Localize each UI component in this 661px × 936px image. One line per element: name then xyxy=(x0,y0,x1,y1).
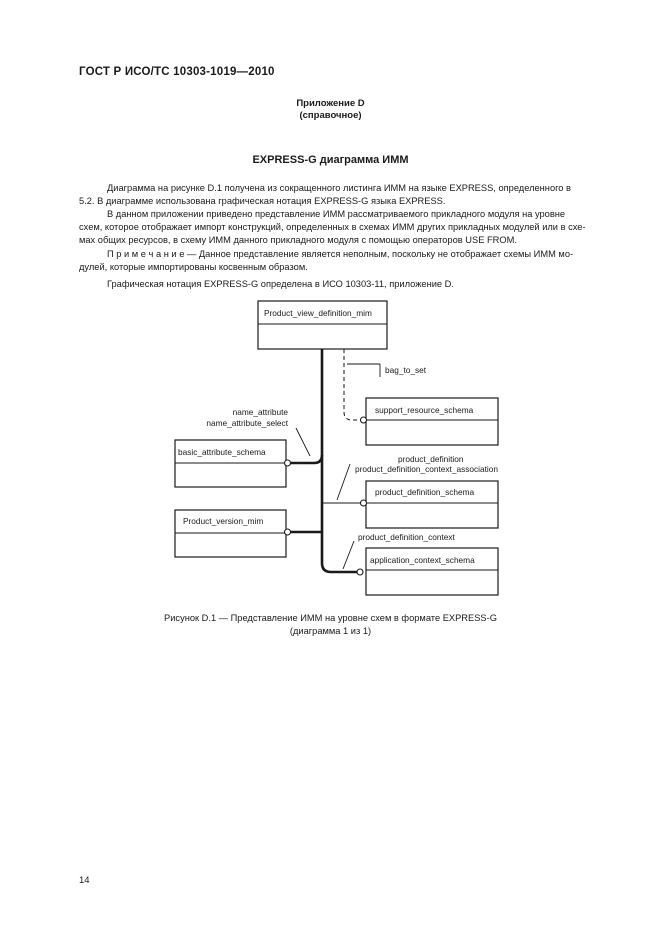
paragraph-1-line-1: Диаграмма на рисунке D.1 получена из сок… xyxy=(107,183,571,193)
paragraph-1: Диаграмма на рисунке D.1 получена из сок… xyxy=(79,182,616,208)
paragraph-3: Графическая нотация EXPRESS-G определена… xyxy=(79,278,616,291)
label-name-attribute: name_attribute xyxy=(233,407,289,417)
note-line-2: дулей, которые импортированы косвенным о… xyxy=(79,262,308,272)
paragraph-2: В данном приложении приведено представле… xyxy=(79,208,616,247)
relation-end-circle xyxy=(283,459,292,467)
paragraph-1-line-2: 5.2. В диаграмме использована графическа… xyxy=(79,196,446,206)
annex-label: Приложение D xyxy=(296,98,365,109)
label-leader-product-definition-context xyxy=(342,540,355,570)
schema-box-application-context xyxy=(365,547,499,596)
schema-name-product-version: Product_version_mim xyxy=(183,516,263,526)
label-product-definition-context: product_definition_context xyxy=(358,532,456,542)
figure-caption: Рисунок D.1 — Представление ИММ на уровн… xyxy=(164,613,497,623)
relation-end-circle xyxy=(283,528,292,536)
label-product-definition-context-association: product_definition_context_association xyxy=(355,464,498,474)
document-header: ГОСТ Р ИСО/ТС 10303-1019—2010 xyxy=(79,66,275,78)
schema-name-application-context: application_context_schema xyxy=(370,555,475,565)
paragraph-3-line-1: Графическая нотация EXPRESS-G определена… xyxy=(107,279,454,289)
schema-name-basic-attribute: basic_attribute_schema xyxy=(178,447,266,457)
label-leader-name-attribute xyxy=(295,427,311,457)
label-product-definition: product_definition xyxy=(398,454,464,464)
relation-end-circle xyxy=(356,568,364,576)
schema-name-support-resource: support_resource_schema xyxy=(375,405,474,415)
figure-caption-subtitle: (диаграмма 1 из 1) xyxy=(289,626,372,636)
paragraph-2-line-2: схем, которое отображает импорт конструк… xyxy=(79,222,586,232)
use-from-trunk-line xyxy=(320,349,357,574)
schema-name-product-view: Product_view_definition_mim xyxy=(264,308,372,318)
schema-name-product-definition: product_definition_schema xyxy=(375,487,475,497)
paragraph-2-line-3: мах общих ресурсов, в схему ИММ данного … xyxy=(79,235,517,245)
reference-from-dashed-line xyxy=(343,349,361,421)
label-name-attribute-select: name_attribute_select xyxy=(206,418,288,428)
annex-type: (справочное) xyxy=(299,110,362,121)
label-leader-product-definition xyxy=(336,463,351,501)
note: П р и м е ч а н и е — Данное представлен… xyxy=(79,248,616,274)
annex-title: EXPRESS-G диаграмма ИММ xyxy=(252,154,409,166)
relation-end-circle xyxy=(359,416,368,424)
page-number: 14 xyxy=(79,875,90,886)
relation-end-circle xyxy=(359,499,368,507)
note-line-1: П р и м е ч а н и е — Данное представлен… xyxy=(107,249,574,259)
label-bag-to-set: bag_to_set xyxy=(385,365,427,375)
paragraph-2-line-1: В данном приложении приведено представле… xyxy=(107,209,566,219)
use-from-basic-attribute-line xyxy=(290,454,324,465)
